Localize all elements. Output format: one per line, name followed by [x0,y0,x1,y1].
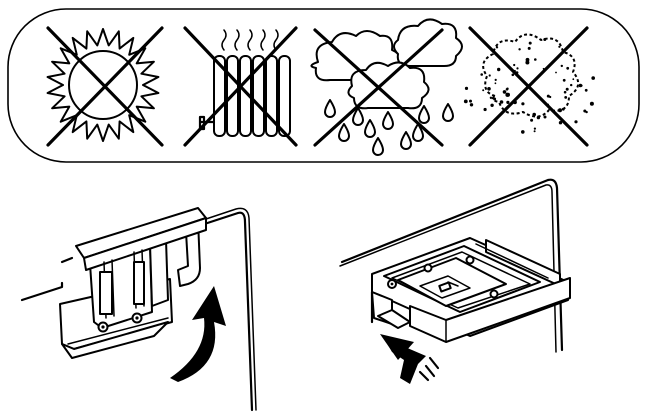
dust-cloud-icon [463,26,595,147]
warning-panel [7,8,640,163]
rain-clouds-icon [310,18,463,156]
sun-icon [46,26,164,147]
curved-arrow-icon [170,286,226,382]
bracket-slide-icon [339,178,571,353]
push-arrow-icon [380,334,440,384]
radiator-icon [183,26,298,147]
bracket-mount-icon [20,207,257,412]
